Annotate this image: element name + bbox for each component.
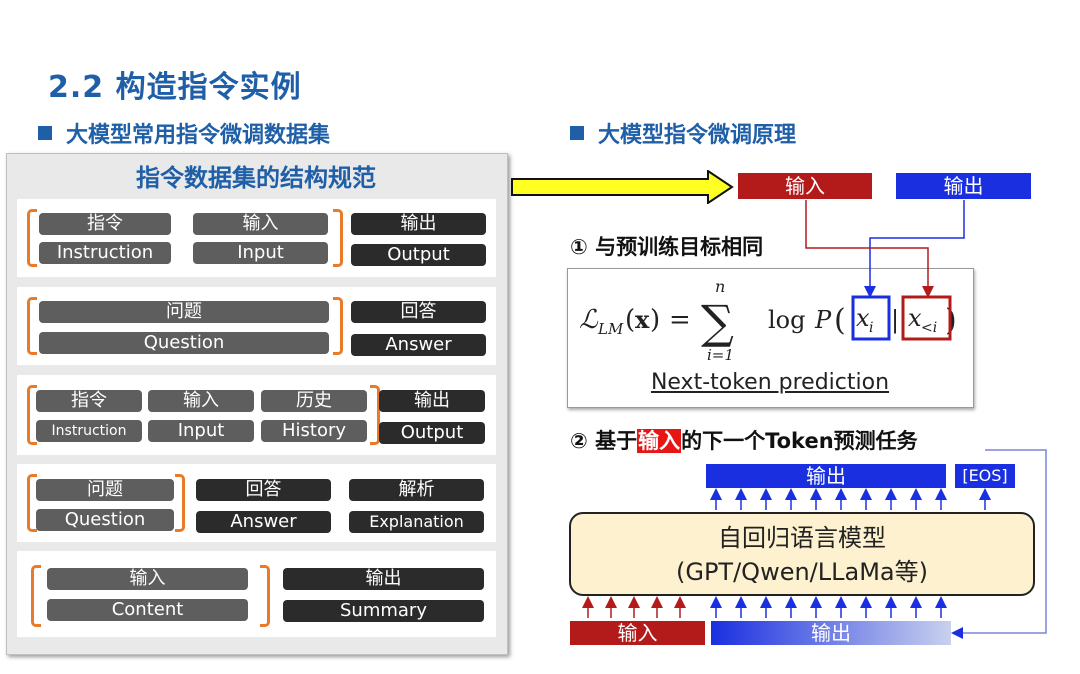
svg-text:|: | [891, 306, 899, 335]
model-examples: (GPT/Qwen/LLaMa等) [676, 558, 928, 586]
label-zh: 指令 [36, 390, 142, 412]
bracket-left [31, 565, 41, 627]
label-zh: 回答 [196, 479, 331, 501]
label-en: Answer [351, 334, 486, 356]
format-group-question-answer: 问题 Question 回答 Answer [17, 287, 496, 365]
label-en: Instruction [36, 420, 142, 442]
formula-caption: Next-token prediction [650, 370, 890, 395]
svg-text:n: n [715, 277, 725, 296]
svg-text:x: x [635, 305, 650, 334]
label-en: Answer [196, 511, 331, 533]
autoregressive-model-box: 自回归语言模型 (GPT/Qwen/LLaMa等) [569, 512, 1035, 596]
svg-text:<i: <i [921, 320, 937, 336]
bracket-right [370, 385, 380, 445]
bracket-left [27, 385, 37, 445]
eos-token-box: [EOS] [955, 464, 1015, 488]
svg-text:i: i [869, 320, 873, 336]
bracket-right [333, 209, 343, 267]
model-output-box: 输出 [706, 464, 946, 488]
bracket-left [27, 209, 37, 267]
label-zh: 历史 [261, 390, 367, 412]
svg-text:): ) [650, 305, 660, 335]
label-zh: 问题 [36, 479, 174, 501]
step1-label: ① 与预训练目标相同 [570, 235, 764, 259]
svg-text:LM: LM [597, 320, 624, 338]
label-en: Content [47, 599, 248, 621]
bracket-right [260, 565, 270, 627]
label-zh: 解析 [349, 479, 484, 501]
right-section-title: 大模型指令微调原理 [598, 123, 797, 148]
format-group-instruction-input-output: 指令 Instruction 输入 Input 输出 Output [17, 199, 496, 277]
step2-label: ② 基于输入的下一个Token预测任务 [570, 425, 918, 455]
label-en: Summary [283, 600, 484, 622]
svg-text:=: = [669, 305, 691, 335]
panel-title: 指令数据集的结构规范 [136, 164, 376, 192]
label-zh: 指令 [39, 213, 171, 235]
label-zh: 输出 [283, 568, 484, 590]
bracket-left [27, 297, 37, 355]
svg-text:): ) [945, 303, 957, 338]
svg-text:(: ( [625, 305, 635, 335]
label-zh: 输出 [379, 390, 485, 412]
label-en: Instruction [39, 242, 171, 264]
format-group-instruction-input-history-output: 指令 Instruction 输入 Input 历史 History 输出 Ou… [17, 375, 496, 455]
label-zh: 回答 [351, 301, 486, 323]
label-en: Input [148, 420, 254, 442]
bracket-right [175, 474, 185, 532]
model-input-output-box: 输出 [711, 621, 951, 645]
svg-text:i=1: i=1 [707, 346, 734, 364]
label-en: Input [193, 242, 328, 264]
step2-prefix: ② 基于 [570, 429, 638, 453]
svg-text:log: log [768, 306, 806, 334]
page-title: 2.2 构造指令实例 [48, 70, 302, 105]
step2-suffix: 的下一个Token预测任务 [681, 429, 918, 453]
label-zh: 输入 [193, 213, 328, 235]
label-en: Explanation [349, 511, 484, 533]
label-zh: 问题 [39, 301, 329, 323]
right-section-heading: 大模型指令微调原理 [570, 117, 796, 149]
label-zh: 输入 [148, 390, 254, 412]
bullet-square-icon [38, 126, 52, 140]
bracket-left [27, 474, 37, 532]
format-group-question-answer-explanation: 问题 Question 回答 Answer 解析 Explanation [17, 464, 496, 542]
svg-text:∑: ∑ [701, 295, 734, 349]
label-en: History [261, 420, 367, 442]
svg-text:(: ( [834, 303, 846, 338]
format-group-content-summary: 输入 Content 输出 Summary [17, 551, 496, 637]
label-zh: 输出 [351, 213, 486, 235]
output-box: 输出 [896, 173, 1031, 199]
input-box: 输入 [738, 173, 872, 199]
model-name: 自回归语言模型 [718, 524, 886, 552]
yellow-arrow-icon [511, 170, 734, 204]
label-zh: 输入 [47, 568, 248, 590]
model-input-box: 输入 [570, 621, 705, 645]
label-en: Question [39, 332, 329, 354]
svg-text:P: P [814, 306, 832, 334]
bullet-square-icon [570, 126, 584, 140]
svg-text:x: x [856, 304, 870, 332]
label-en: Output [379, 422, 485, 444]
left-section-heading: 大模型常用指令微调数据集 [38, 117, 330, 149]
step2-highlight: 输入 [637, 429, 682, 453]
left-section-title: 大模型常用指令微调数据集 [66, 123, 331, 148]
svg-text:x: x [908, 304, 922, 332]
svg-text:ℒ: ℒ [579, 305, 599, 335]
bracket-right [333, 297, 343, 355]
label-en: Output [351, 244, 486, 266]
label-en: Question [36, 509, 174, 531]
loss-formula-graphic: ℒ LM ( x ) = n ∑ i=1 log P ( x i | x <i … [579, 277, 957, 364]
